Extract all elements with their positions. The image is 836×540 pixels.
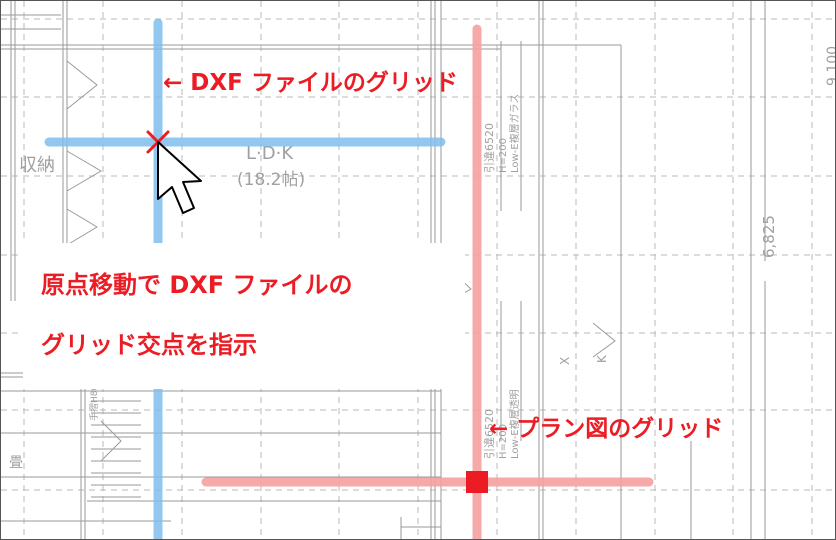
- fixture-a-label: 引違6520: [482, 123, 496, 173]
- left-mark-label: 畳: [9, 455, 23, 471]
- mouse-pointer-icon: [157, 141, 202, 214]
- instruction-line-2: グリッド交点を指示: [41, 331, 257, 359]
- instruction-line-1: 原点移動で DXF ファイルの: [41, 271, 353, 299]
- stair-treads: [91, 400, 141, 498]
- room-area-label: (18.2帖): [237, 170, 305, 190]
- dim-6825-label: 6,825: [760, 215, 778, 258]
- mark-x-label: X: [558, 357, 572, 365]
- dxf-grid-callout: ← DXF ファイルのグリッド: [163, 70, 458, 96]
- fixture-b-label: 引違6520: [482, 409, 496, 459]
- plan-grid-callout: ← プラン図のグリッド: [489, 416, 724, 442]
- fixture-b-sub2: Low-E複層透明: [508, 389, 521, 459]
- mark-k-label: K: [595, 354, 609, 363]
- cad-labels: 収納 L·D·K (18.2帖) 畳 9,100 6,825 引違6520 H=…: [9, 46, 836, 471]
- instruction-panel: 原点移動で DXF ファイルの グリッド交点を指示: [23, 243, 465, 389]
- fixture-b-sub1: H=200: [498, 424, 509, 459]
- plan-grid: [201, 24, 654, 539]
- handrail-label: 手摺H800: [88, 379, 100, 421]
- fixture-a-sub1: H=200: [498, 138, 509, 173]
- square-marker-icon: [466, 471, 488, 493]
- fixture-a-sub2: Low-E複層ガラス: [508, 94, 521, 173]
- room-name-label: L·D·K: [246, 143, 294, 164]
- storage-label: 収納: [19, 155, 55, 176]
- dim-9100-label: 9,100: [825, 46, 836, 86]
